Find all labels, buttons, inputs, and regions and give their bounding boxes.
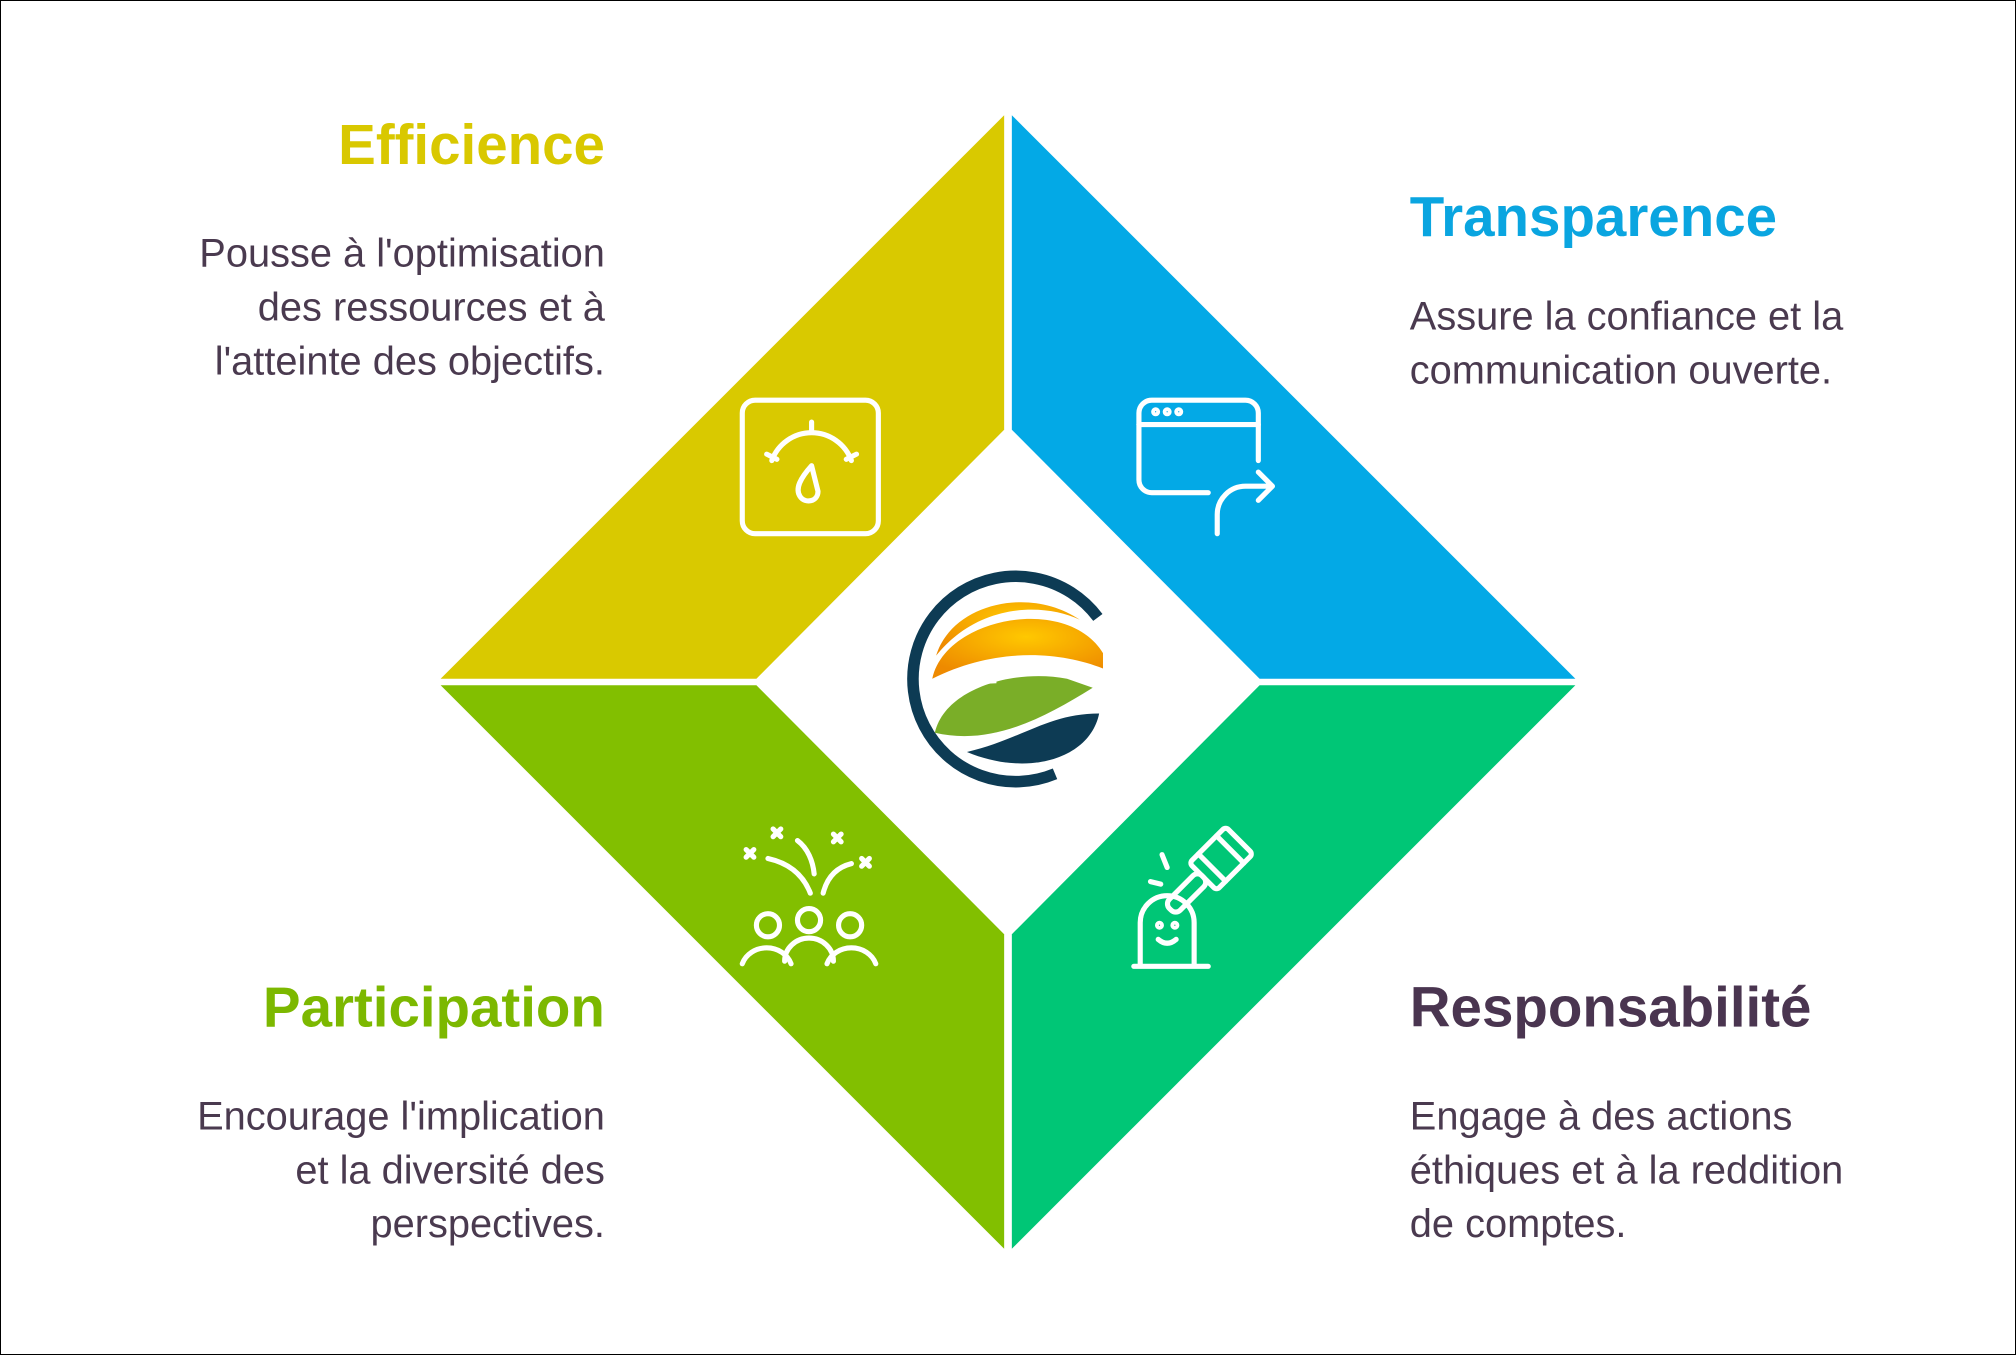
quadrant-transparence bbox=[1011, 115, 1576, 679]
quadrant-efficience bbox=[440, 115, 1005, 679]
participation-desc-line: et la diversité des bbox=[295, 1148, 605, 1192]
responsabilite-title: Responsabilité bbox=[1410, 976, 1812, 1039]
gavel-icon bbox=[1131, 825, 1254, 969]
responsabilite-desc-line: éthiques et à la reddition bbox=[1410, 1148, 1843, 1192]
participation-title: Participation bbox=[263, 976, 605, 1039]
responsabilite-desc-line: de comptes. bbox=[1410, 1202, 1627, 1246]
sun-leaf-logo bbox=[907, 570, 1103, 788]
responsabilite-desc-line: Engage à des actions bbox=[1410, 1094, 1793, 1138]
efficience-title: Efficience bbox=[338, 113, 605, 176]
people-celebration-icon bbox=[739, 826, 879, 967]
quadrant-responsabilite bbox=[1011, 685, 1576, 1249]
transparence-title: Transparence bbox=[1410, 185, 1777, 248]
speedometer-icon bbox=[739, 397, 881, 537]
participation-desc-line: perspectives. bbox=[371, 1202, 605, 1246]
efficience-desc-line: l'atteinte des objectifs. bbox=[215, 340, 605, 384]
transparence-desc-line: Assure la confiance et la bbox=[1410, 295, 1844, 339]
transparence-desc-line: communication ouverte. bbox=[1410, 349, 1832, 393]
quadrant-participation bbox=[440, 685, 1005, 1249]
efficience-desc-line: Pousse à l'optimisation bbox=[199, 232, 605, 276]
browser-share-icon bbox=[1136, 397, 1276, 537]
participation-desc-line: Encourage l'implication bbox=[197, 1094, 605, 1138]
efficience-desc-line: des ressources et à bbox=[258, 286, 606, 330]
